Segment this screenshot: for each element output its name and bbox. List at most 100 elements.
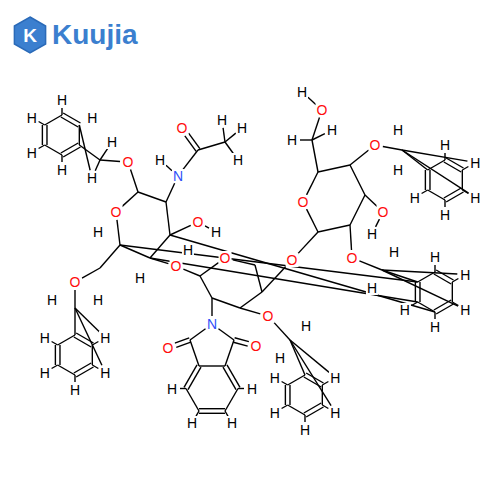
bond [462,170,463,190]
bond [318,165,350,172]
bond [58,335,75,345]
bond [446,158,463,168]
atom-label: H [39,366,51,380]
bond [415,282,416,302]
atom-label: O [170,259,183,273]
bond [150,258,168,264]
bond [238,388,244,389]
atom-label: H [99,331,111,345]
bond [212,298,240,308]
atom-label: O [377,205,390,219]
bond [74,337,91,347]
bond [52,365,58,369]
bond [304,403,321,413]
bond [402,150,469,193]
bond [199,408,225,409]
bond [318,225,350,232]
bond [288,375,305,385]
bond [462,167,468,171]
bond [322,382,328,386]
atom-label: O [162,341,175,355]
bond [350,165,365,195]
bond [223,128,225,142]
atom-label: H [388,245,400,259]
bond [300,139,312,140]
bond [61,143,78,153]
bond [218,329,234,340]
bond [436,270,453,280]
bond [288,405,305,415]
atom-label: H [469,156,481,170]
bond [75,308,102,365]
bond [376,219,380,227]
logo-hexagon [14,17,45,53]
bond [350,225,352,250]
bond [240,292,262,308]
bond [199,365,225,366]
bond [436,304,453,314]
bond [444,188,461,198]
bond [75,308,100,332]
bond [100,245,120,268]
logo-letter: K [23,26,37,45]
bond [61,155,62,162]
bond [434,265,435,272]
bond [58,365,75,375]
bond [289,385,290,405]
bond [285,385,286,405]
atom-label: H [409,191,421,205]
bond [312,140,318,172]
bond [170,235,435,312]
atom-label: O [192,215,205,229]
bond [150,235,170,258]
bond [304,415,305,422]
atom-label: H [286,133,298,147]
atom-label: H [56,163,68,177]
atom-label: H [366,281,378,295]
bond [322,385,323,405]
bond [180,388,186,389]
bond [52,342,58,346]
bond [76,333,93,343]
bond [444,162,461,172]
bond [434,312,435,319]
bond [45,145,62,155]
bond [76,367,93,377]
atom-label: O [286,253,299,267]
atom-label: H [329,406,341,420]
bond [150,258,418,302]
atom-label: H [392,123,404,137]
bond [205,226,209,228]
atom-label: H [92,293,104,307]
atom-label: O [250,339,263,353]
bond [211,298,212,316]
bond [412,302,418,306]
bond [200,263,219,276]
bond [282,405,288,409]
atom-label: H [56,93,68,107]
atom-label: H [182,243,194,257]
atom-label: H [469,191,481,205]
atom-label: H [86,171,98,185]
bond [307,209,318,232]
bond [225,133,236,142]
bond [39,122,45,126]
atom-label: H [269,406,281,420]
atom-label: H [459,303,471,317]
bond [92,345,93,365]
bond [306,407,323,417]
atom-label: H [246,382,258,396]
bond [131,170,138,192]
bond [312,118,319,140]
atom-label: H [299,423,311,437]
bond [434,300,451,310]
atom-label: O [219,251,232,265]
bond [79,125,90,170]
bond [402,150,428,170]
bond [198,142,225,150]
atom-label: O [369,138,382,152]
bond [233,342,247,346]
atom-label: H [134,271,146,285]
bond [304,377,321,387]
atom-label: H [210,225,222,239]
